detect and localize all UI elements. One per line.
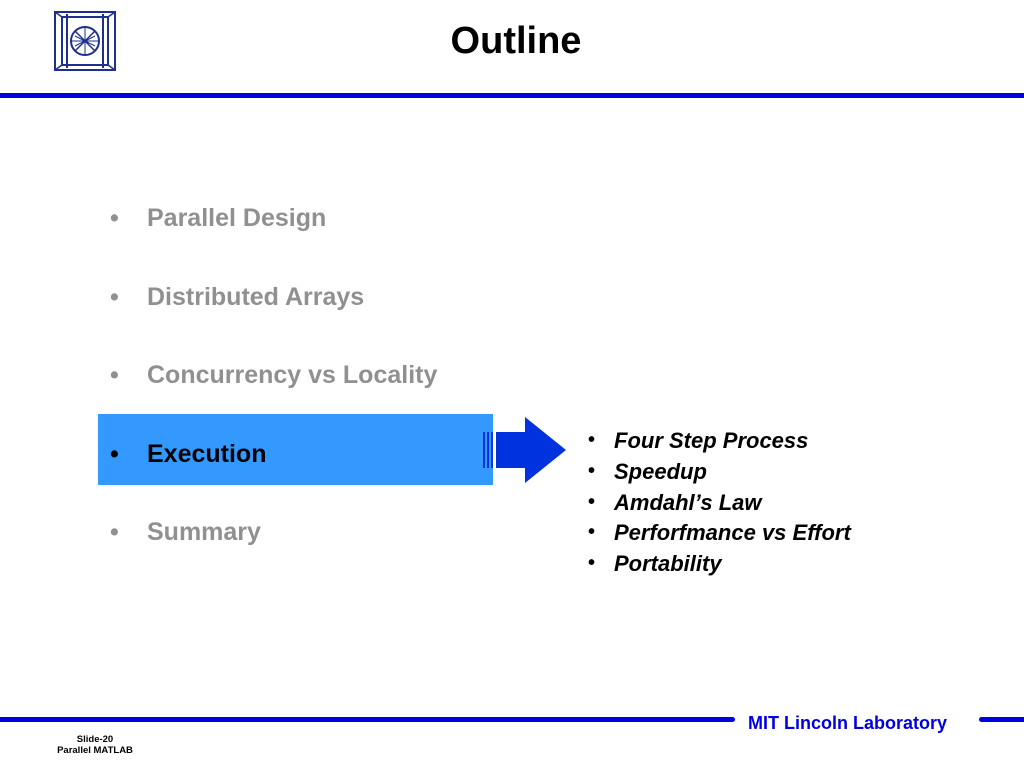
subtopic-label: Speedup [614, 459, 707, 484]
subtopic-label: Amdahl’s Law [614, 490, 762, 515]
subtopic-label: Perforfmance vs Effort [614, 520, 851, 545]
outline-item-label: Parallel Design [147, 204, 327, 232]
bullet: • [110, 518, 119, 546]
outline-item-distributed-arrays: • Distributed Arrays [0, 277, 600, 317]
footer-rule [0, 717, 735, 722]
subtopic-item: • Perforfmance vs Effort [0, 517, 851, 548]
header-rule [0, 93, 1024, 98]
lab-name: MIT Lincoln Laboratory [748, 713, 948, 733]
slide-title: Outline [450, 20, 582, 62]
bullet: • [588, 521, 596, 543]
mit-ll-logo-icon [53, 10, 117, 72]
bullet: • [110, 440, 119, 468]
bullet: • [588, 429, 596, 451]
subtopic-item: • Speedup [0, 456, 707, 487]
active-item-highlight [98, 414, 493, 485]
bullet: • [110, 361, 119, 389]
subtopic-item: • Amdahl’s Law [0, 487, 762, 518]
bullet: • [588, 491, 596, 513]
subtopic-label: Four Step Process [614, 428, 809, 453]
outline-item-label: Concurrency vs Locality [147, 361, 438, 389]
outline-item-label: Distributed Arrays [147, 283, 365, 311]
deck-name: Parallel MATLAB [57, 745, 133, 756]
subtopic-item: • Portability [0, 548, 722, 579]
subtopic-label: Portability [614, 551, 722, 576]
bullet: • [110, 283, 119, 311]
subtopic-item: • Four Step Process [0, 425, 808, 456]
bullet: • [110, 204, 119, 232]
outline-item-label: Execution [147, 440, 267, 468]
outline-item-concurrency-vs-locality: • Concurrency vs Locality [0, 355, 600, 395]
bullet: • [588, 552, 596, 574]
outline-item-summary: • Summary [0, 512, 600, 552]
outline-item-execution: • Execution [0, 434, 600, 474]
outline-item-parallel-design: • Parallel Design [0, 198, 600, 238]
outline-item-label: Summary [147, 518, 261, 546]
slide-number: Slide-20 [76, 734, 114, 745]
right-arrow-icon [481, 417, 567, 483]
footer-rule [979, 717, 1024, 722]
bullet: • [588, 460, 596, 482]
